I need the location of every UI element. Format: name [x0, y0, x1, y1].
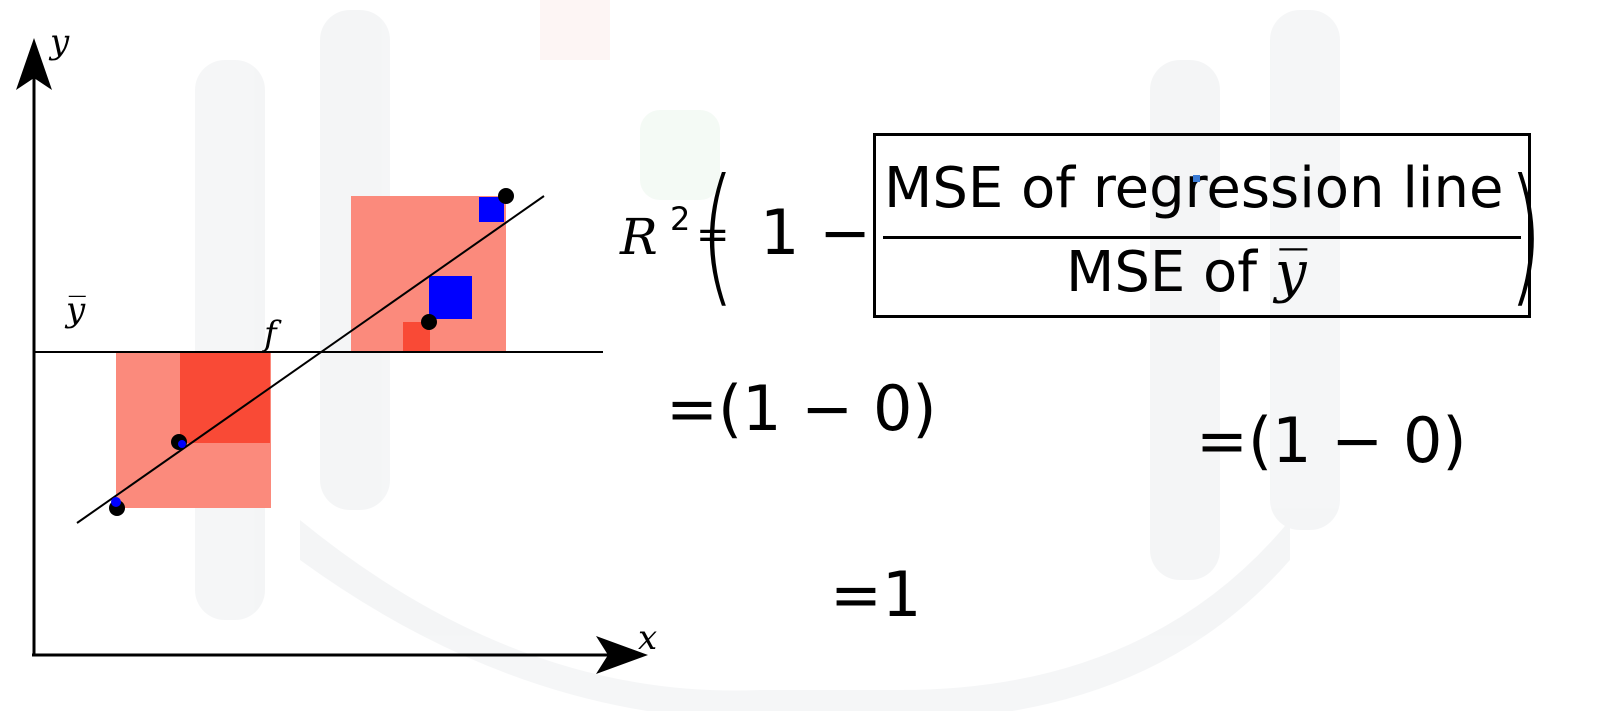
step-two: =(1 − 0)	[1196, 404, 1467, 477]
r-squared-exponent: 2	[670, 200, 691, 238]
r-squared-symbol: R	[620, 208, 658, 266]
denominator-prefix: MSE of	[1066, 240, 1258, 305]
open-paren-icon: (	[700, 148, 736, 322]
step-one: =(1 − 0)	[666, 372, 937, 445]
x-axis-label: x	[638, 618, 658, 658]
data-point-blue-marker	[111, 497, 121, 507]
x-axis-arrow-icon	[596, 636, 648, 674]
equals-sign: =	[696, 212, 730, 258]
data-point	[421, 314, 437, 330]
data-point-blue-marker	[178, 440, 186, 448]
one-minus-term: 1 −	[760, 196, 872, 269]
step-result: =1	[830, 558, 922, 631]
denominator-ybar-symbol: y̅	[1274, 240, 1307, 305]
y-axis-label: y	[50, 22, 70, 62]
cursor-marker	[1193, 175, 1200, 182]
fraction-denominator: MSE of y̅	[1066, 240, 1306, 305]
blue-error-square-2	[479, 197, 504, 222]
fraction-highlight-box	[873, 133, 1531, 318]
close-paren-icon: )	[1508, 148, 1544, 322]
regression-line-label: f	[264, 314, 277, 354]
y-axis-arrow-icon	[16, 38, 52, 90]
fraction-numerator: MSE of regression line	[884, 156, 1504, 221]
data-point	[498, 188, 514, 204]
blue-error-square-1	[429, 276, 472, 319]
mean-line-label: y̅	[66, 290, 86, 330]
regression-line	[76, 195, 545, 524]
fraction-bar	[883, 236, 1521, 239]
